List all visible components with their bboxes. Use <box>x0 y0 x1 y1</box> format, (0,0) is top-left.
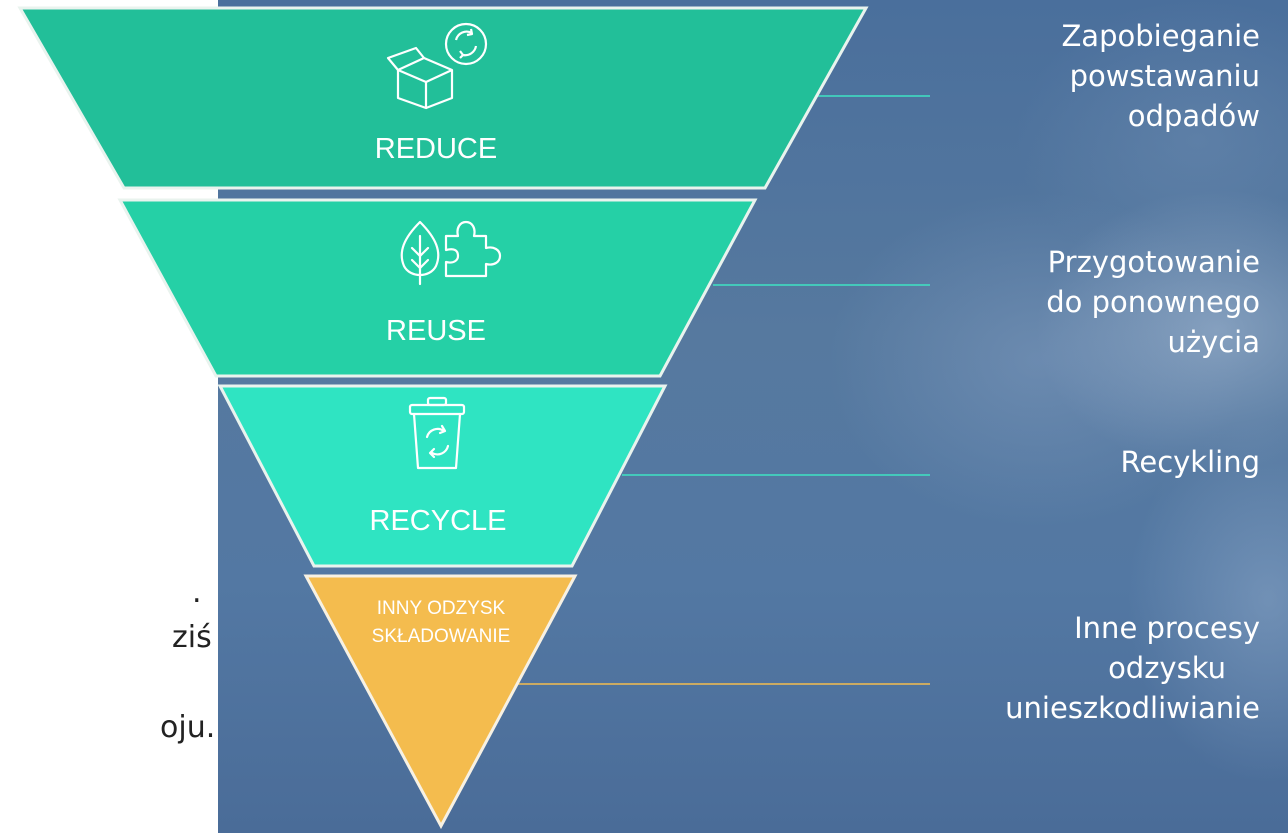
description-line: Przygotowanie <box>1047 245 1260 279</box>
stage-recycle: RECYCLE <box>217 384 668 568</box>
description-line: do ponownego <box>1046 285 1260 319</box>
stage-label-recycle: RECYCLE <box>370 505 507 537</box>
recycle-bin-icon <box>408 396 466 470</box>
description-line: powstawaniu <box>1069 59 1260 93</box>
leaf-puzzle-icon <box>400 220 502 286</box>
description-recycle: Recykling <box>1121 442 1261 482</box>
stage-label-other-line1: INNY ODZYSK <box>377 598 506 619</box>
description-line: unieszkodliwianie <box>1005 691 1260 725</box>
left-text-fragment: . <box>192 575 202 610</box>
description-line: odpadów <box>1127 99 1260 133</box>
stage-other-recovery: INNY ODZYSK SKŁADOWANIE <box>303 574 578 830</box>
description-line: użycia <box>1167 325 1260 359</box>
description-reduce: Zapobieganie powstawaniu odpadów <box>1061 16 1260 136</box>
description-reuse: Przygotowanie do ponownego użycia <box>1046 242 1260 362</box>
stage-label-other-line2: SKŁADOWANIE <box>372 626 511 647</box>
left-text-fragment: oju. <box>160 710 216 745</box>
left-text-fragment: ziś <box>172 620 212 655</box>
stage-reuse: REUSE <box>117 198 758 378</box>
stage-label-reduce: REDUCE <box>375 133 497 165</box>
box-recycle-icon <box>386 22 488 110</box>
description-line: Zapobieganie <box>1061 19 1260 53</box>
description-line: odzysku <box>1108 651 1226 685</box>
stage-label-reuse: REUSE <box>386 315 486 347</box>
description-line: Inne procesy <box>1074 611 1260 645</box>
description-line: Recykling <box>1120 445 1261 479</box>
description-other-recovery: Inne procesy odzysku unieszkodliwianie <box>1005 608 1260 728</box>
stage-reduce: REDUCE <box>17 6 869 190</box>
